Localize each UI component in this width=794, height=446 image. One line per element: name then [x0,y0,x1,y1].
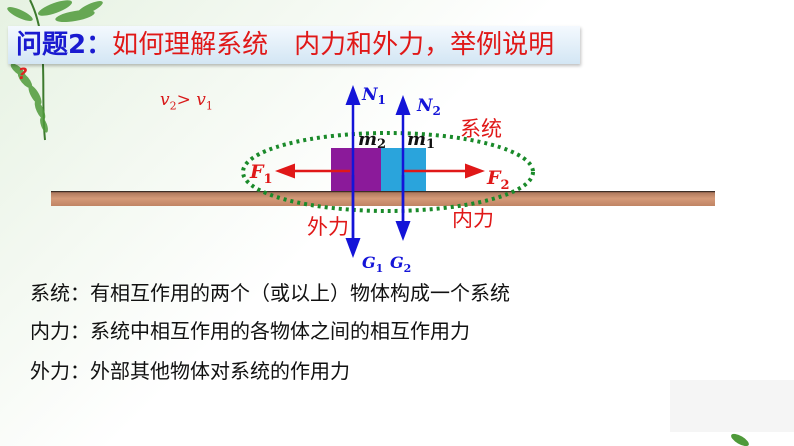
label-f1: F1 [249,161,273,187]
velocity-relation: v2> v1 [160,90,213,113]
label-n1: N1 [361,85,386,107]
ground-surface [51,191,715,206]
definition-external-force: 外力：外部其他物体对系统的作用力 [30,359,350,383]
label-g1: G1 [362,253,383,275]
label-n2: N2 [416,96,441,118]
question-mark-icon: ? [18,64,28,83]
definitions-list: 系统：有相互作用的两个（或以上）物体构成一个系统 内力：系统中相互作用的各物体之… [30,283,510,401]
page-title: 问题2：如何理解系统 内力和外力，举例说明 [16,29,554,61]
title-main: 如何理解系统 内力和外力，举例说明 [112,30,555,60]
definition-system: 系统：有相互作用的两个（或以上）物体构成一个系统 [30,281,510,305]
corner-panel [670,380,794,432]
label-system: 系统 [460,117,502,141]
label-f2: F2 [486,167,510,193]
label-g2: G2 [390,253,411,275]
label-m1: m1 [407,129,435,152]
title-banner [8,26,580,64]
system-boundary [241,131,535,213]
fern-leaf-decoration [7,0,103,141]
label-m2: m2 [358,129,386,152]
definition-internal-force: 内力：系统中相互作用的各物体之间的相互作用力 [30,319,470,343]
title-prefix: 问题2： [16,30,113,60]
block-m2 [331,148,381,191]
label-internal-force: 内力 [452,207,494,231]
leaf-decoration-bottom [731,433,749,446]
label-external-force: 外力 [307,215,349,239]
